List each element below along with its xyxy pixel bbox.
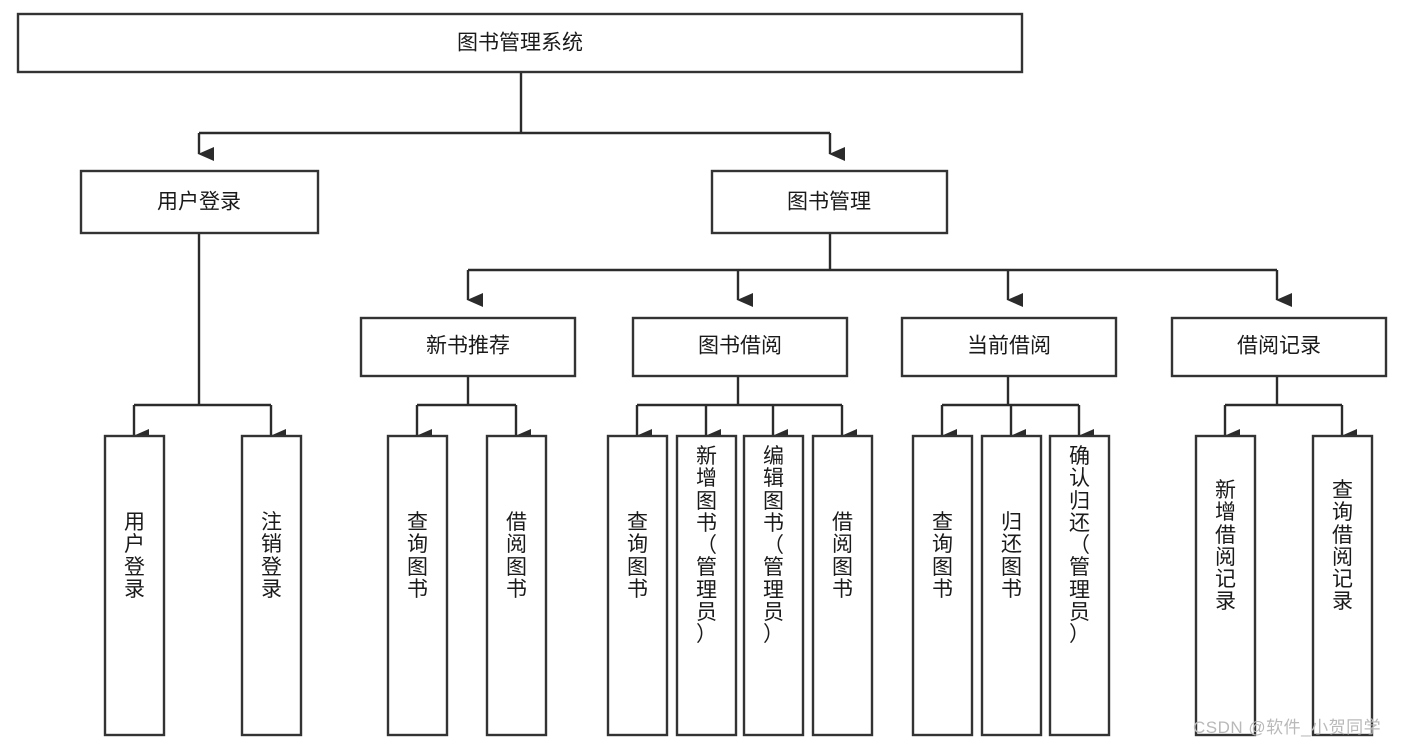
node-user-login-label: 用户登录	[157, 191, 241, 214]
node-current-borrow-box	[900, 316, 1118, 378]
node-root-box	[16, 12, 1024, 74]
node-root-label: 图书管理系统	[457, 32, 583, 55]
leaf-box-borrow-4[interactable]	[811, 434, 874, 737]
node-user-login-box	[79, 169, 320, 235]
node-new-book-recommend[interactable]: 新书推荐	[359, 316, 577, 378]
node-new-book-recommend-box	[359, 316, 577, 378]
node-book-borrow-label: 图书借阅	[698, 335, 782, 358]
node-book-management-box	[710, 169, 949, 235]
node-current-borrow-label: 当前借阅	[967, 335, 1051, 358]
leaf-box-current-3[interactable]	[1048, 434, 1111, 737]
node-book-borrow-box	[631, 316, 849, 378]
leaf-box-user-login-1[interactable]	[103, 434, 166, 737]
csdn-watermark: CSDN @软件_小贺同学	[1193, 718, 1382, 737]
leaf-box-user-login-2[interactable]	[240, 434, 303, 737]
leaf-box-records-1[interactable]	[1194, 434, 1257, 737]
leaf-box-new-book-2[interactable]	[485, 434, 548, 737]
node-user-login[interactable]: 用户登录	[79, 169, 320, 235]
leaf-box-borrow-3[interactable]	[742, 434, 805, 737]
node-root-system[interactable]: 图书管理系统	[16, 12, 1024, 74]
node-new-book-recommend-label: 新书推荐	[426, 335, 510, 358]
leaf-box-current-1[interactable]	[911, 434, 974, 737]
node-book-management[interactable]: 图书管理	[710, 169, 949, 235]
leaf-box-records-2[interactable]	[1311, 434, 1374, 737]
node-borrow-records-label: 借阅记录	[1237, 335, 1321, 358]
leaf-box-current-2[interactable]	[980, 434, 1043, 737]
leaf-box-new-book-1[interactable]	[386, 434, 449, 737]
node-book-management-label: 图书管理	[787, 191, 871, 214]
leaf-box-borrow-1[interactable]	[606, 434, 669, 737]
connector-layer	[132, 72, 1357, 443]
leaf-box-borrow-2[interactable]	[675, 434, 738, 737]
node-current-borrow[interactable]: 当前借阅	[900, 316, 1118, 378]
node-book-borrow[interactable]: 图书借阅	[631, 316, 849, 378]
node-borrow-records-box	[1170, 316, 1388, 378]
node-borrow-records[interactable]: 借阅记录	[1170, 316, 1388, 378]
